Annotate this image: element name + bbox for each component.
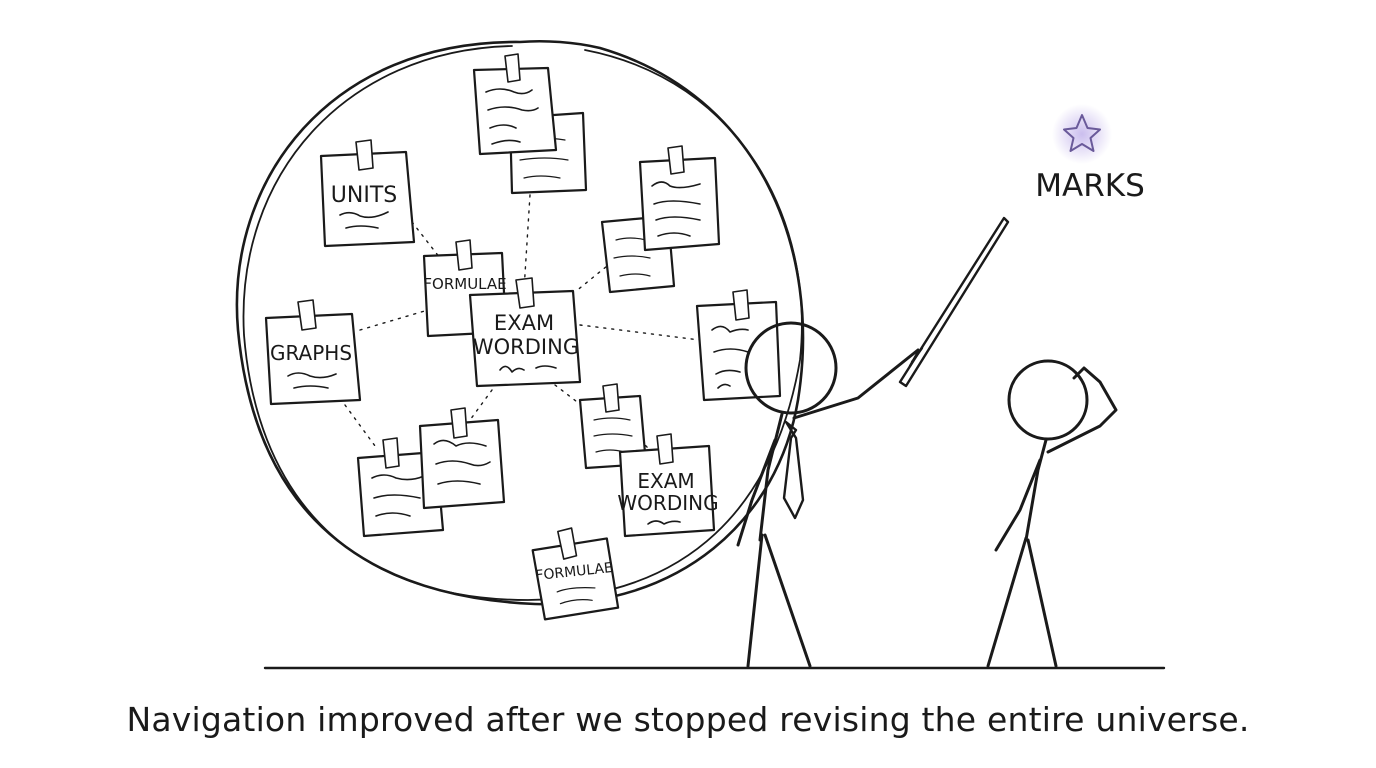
note-exam-wording-center: EXAM WORDING — [468, 277, 582, 388]
note-exam-wording-center-line2: WORDING — [473, 335, 579, 359]
note-units-label: UNITS — [331, 183, 397, 208]
note-exam-wording-lower-line1: EXAM — [637, 469, 694, 493]
caption: Navigation improved after we stopped rev… — [126, 700, 1250, 739]
student-arm-left — [994, 458, 1042, 552]
student-figure — [986, 359, 1118, 668]
teacher-leg-right — [763, 533, 812, 668]
note-units: UNITS — [319, 139, 416, 248]
teacher-figure — [736, 216, 1010, 668]
student-arm-right — [1046, 366, 1118, 454]
note-formulae-bottom: FORMULAE — [531, 527, 620, 621]
ground-line — [263, 665, 1166, 670]
student-leg-left — [986, 536, 1028, 668]
teacher-head — [744, 321, 838, 415]
note-exam-wording-lower: EXAM WORDING — [617, 433, 719, 538]
star-glow — [1052, 104, 1112, 164]
sticky-notes: UNITS FORMULAE EXAM WORDING — [264, 53, 782, 621]
pointer-stick — [898, 216, 1010, 388]
teacher-body — [758, 412, 784, 542]
note-right-edge — [695, 289, 782, 402]
note-exam-wording-center-line1: EXAM — [494, 311, 554, 335]
note-top-front — [472, 53, 558, 156]
student-head — [1007, 359, 1089, 441]
note-middle-right-back — [578, 383, 648, 470]
note-exam-wording-lower-line2: WORDING — [617, 491, 718, 515]
teacher-arm-left — [736, 438, 777, 547]
teacher-tie — [782, 420, 805, 520]
note-formulae-top-label: FORMULAE — [423, 275, 506, 293]
note-right-front — [638, 145, 721, 252]
marks-label: MARKS — [1035, 168, 1145, 204]
marks-target: MARKS — [1035, 104, 1145, 204]
star-icon — [1063, 114, 1101, 152]
teacher-leg-left — [746, 533, 764, 668]
note-bottom-left-front — [418, 407, 506, 510]
note-graphs: GRAPHS — [264, 299, 362, 406]
note-graphs-label: GRAPHS — [270, 341, 352, 365]
student-leg-right — [1026, 538, 1058, 668]
student-body — [1024, 438, 1048, 542]
teacher-arm-right — [792, 348, 920, 420]
